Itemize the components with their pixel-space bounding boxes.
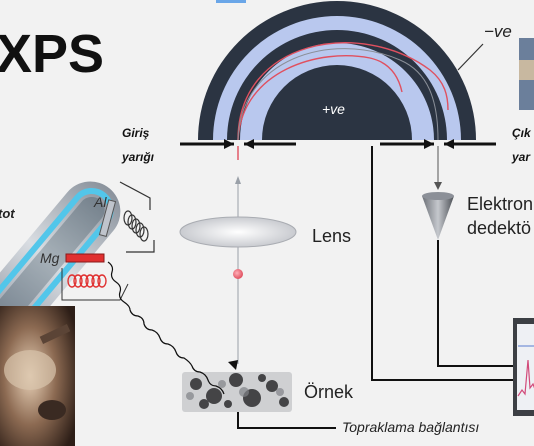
outer-hemisphere-label: −ve <box>484 22 512 41</box>
detector-label-2: dedektö <box>467 218 531 238</box>
al-filament-coil <box>119 181 155 253</box>
mg-label: Mg <box>40 250 60 266</box>
exit-slit-label-1: Çık <box>512 126 532 140</box>
electron-trajectory-inner <box>237 55 403 141</box>
photo-lab-detail <box>519 60 534 80</box>
title: XPS <box>0 24 104 84</box>
photo-instrument-highlight <box>4 350 56 390</box>
exit-slit: Çık yar <box>380 126 532 164</box>
outer-label-pointer <box>457 43 484 71</box>
entrance-slit-right-arrow <box>244 139 254 149</box>
xray-beam <box>107 261 225 395</box>
ground-connection-label: Topraklama bağlantısı <box>342 419 479 435</box>
mg-filament-lead <box>61 268 129 301</box>
mg-anode <box>65 253 105 263</box>
detector-signal-wire <box>437 240 520 367</box>
sample-label: Örnek <box>304 382 354 402</box>
electrostatic-lens <box>179 216 297 248</box>
xray-tube-glow <box>0 187 114 334</box>
photo-instrument-port <box>38 400 66 420</box>
hemispherical-analyzer: +ve −ve <box>198 1 512 141</box>
entrance-slit-label-2: yarığı <box>121 150 155 164</box>
xray-source: tot Al Mg <box>0 181 155 338</box>
photo-instrument <box>0 306 75 446</box>
xray-beam-arrow <box>228 360 238 370</box>
entrance-slit-label-1: Giriş <box>122 126 150 140</box>
electron-detector: Elektron dedektö <box>422 146 533 240</box>
xray-tube-core <box>0 196 105 325</box>
analyzer-voltage-wire <box>371 146 520 381</box>
exit-slit-label-2: yar <box>511 150 531 164</box>
al-anode <box>98 199 117 238</box>
lens-label: Lens <box>312 226 351 246</box>
xray-tube-body <box>0 181 121 338</box>
inner-hemisphere <box>262 65 412 140</box>
computer-monitor <box>513 318 534 416</box>
detector-beam-arrow <box>434 182 442 190</box>
al-label: Al <box>93 194 107 210</box>
top-highlight <box>216 0 246 3</box>
electron-trajectory-outer <box>237 42 449 141</box>
xray-tube-label: tot <box>0 206 15 221</box>
electron-path-arrow <box>235 176 241 184</box>
ground-wire <box>237 412 336 429</box>
monitor-screen <box>517 324 534 410</box>
exit-slit-right-arrow <box>444 139 454 149</box>
mg-filament-coil <box>67 274 107 288</box>
detector-label-1: Elektron <box>467 194 533 214</box>
entrance-slit: Giriş yarığı <box>121 126 296 164</box>
photoelectron-dot <box>233 269 243 279</box>
inner-hemisphere-label: +ve <box>322 101 345 117</box>
detector-cone <box>422 196 454 240</box>
spectrum-trace <box>517 359 534 397</box>
entrance-slit-left-arrow <box>224 139 234 149</box>
electron-trajectory-center <box>237 48 439 141</box>
photo-instrument-rod <box>39 324 71 344</box>
detector-cone-rim <box>422 192 454 200</box>
exit-slit-left-arrow <box>424 139 434 149</box>
